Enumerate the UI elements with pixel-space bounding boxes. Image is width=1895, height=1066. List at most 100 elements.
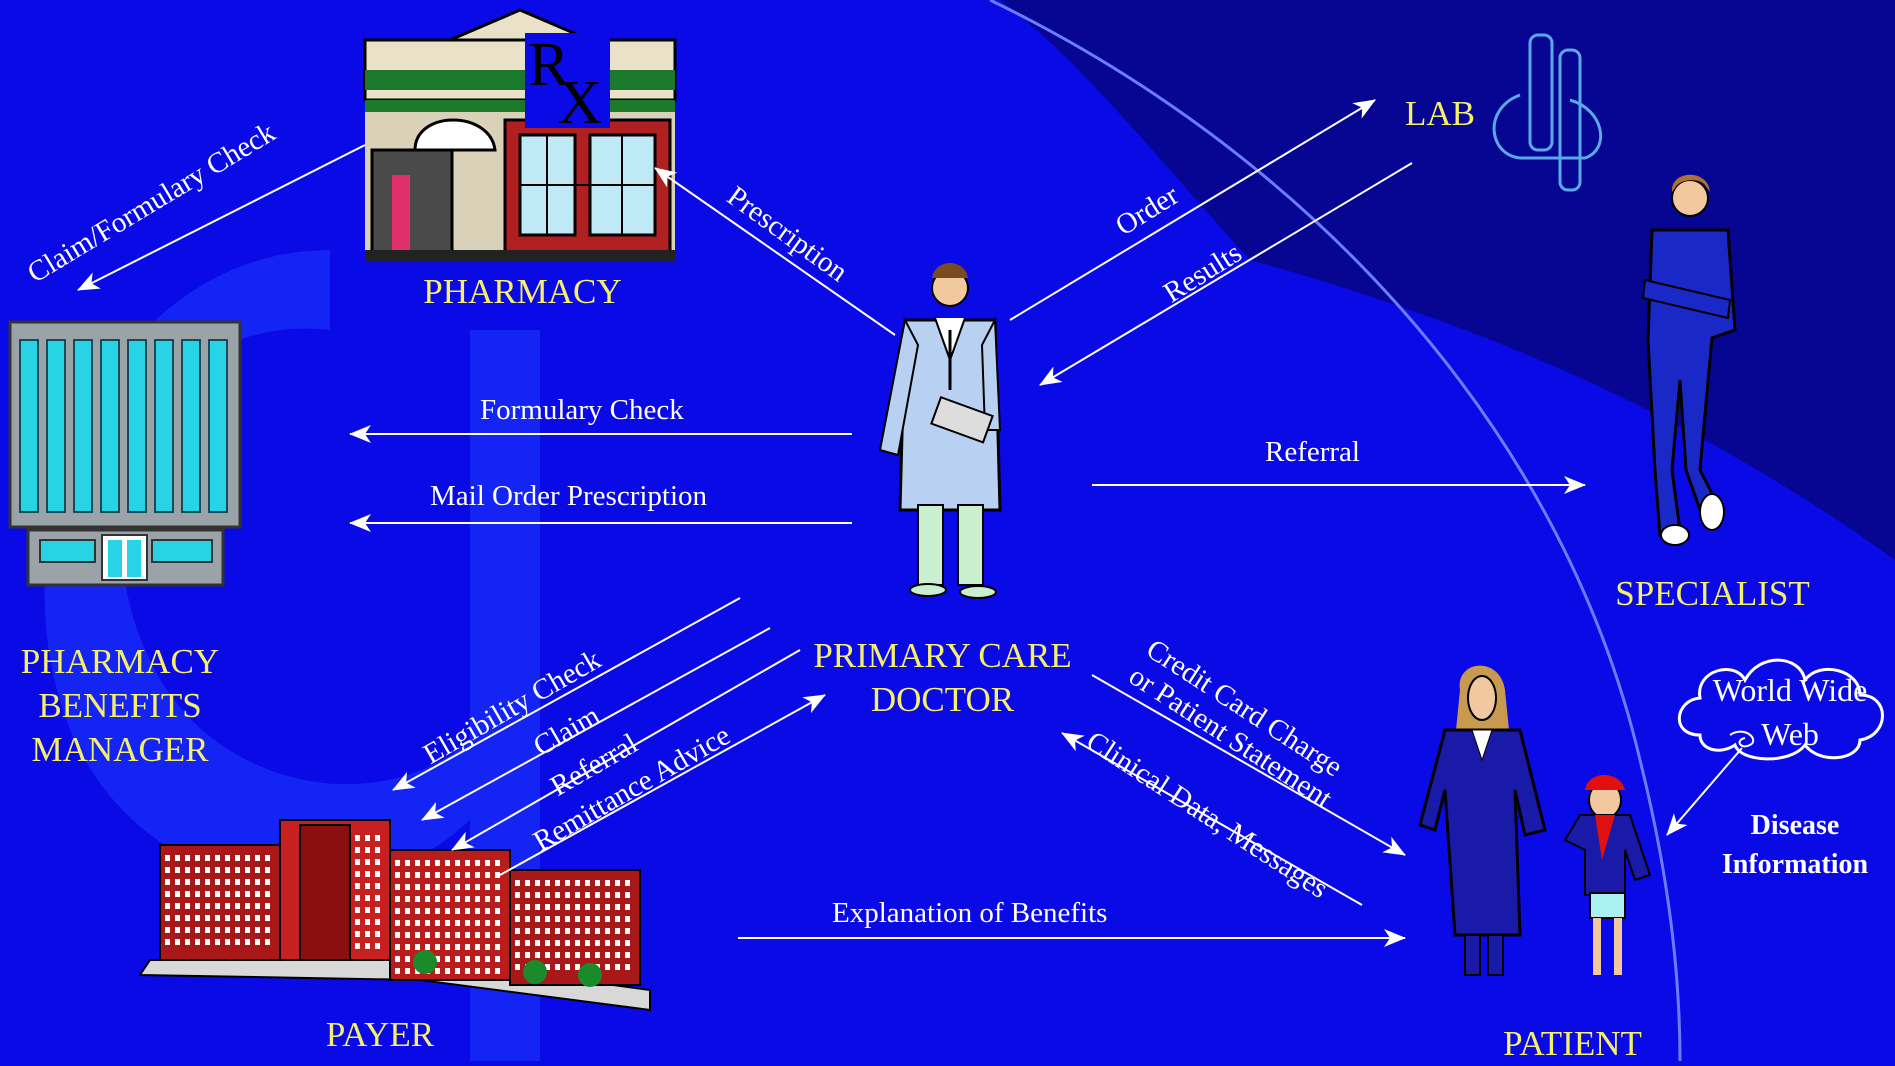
building-window bbox=[465, 872, 470, 878]
building-window bbox=[605, 940, 610, 946]
building-window bbox=[625, 880, 630, 886]
building-window bbox=[175, 927, 180, 933]
building-window bbox=[185, 867, 190, 873]
building-window bbox=[575, 904, 580, 910]
building-window bbox=[245, 855, 250, 861]
building-window bbox=[225, 903, 230, 909]
dark-arc-region bbox=[1000, 0, 1895, 560]
building-window bbox=[225, 855, 230, 861]
building-window bbox=[455, 932, 460, 938]
light-arc-line bbox=[989, 0, 1682, 1061]
building-window bbox=[405, 908, 410, 914]
building-window bbox=[405, 920, 410, 926]
edge-label-referral-specialist: Referral bbox=[1265, 436, 1360, 468]
building-window bbox=[425, 872, 430, 878]
edge-label-eob: Explanation of Benefits bbox=[832, 897, 1108, 929]
building-window bbox=[565, 916, 570, 922]
building-window bbox=[165, 915, 170, 921]
building-window bbox=[425, 860, 430, 866]
building-window bbox=[595, 880, 600, 886]
building-window bbox=[165, 867, 170, 873]
building-window bbox=[625, 952, 630, 958]
building-window bbox=[195, 915, 200, 921]
building-window bbox=[545, 892, 550, 898]
disease-info-line1: Disease bbox=[1750, 810, 1840, 841]
building-window bbox=[475, 932, 480, 938]
pbm-label-line2: BENEFITS bbox=[38, 686, 202, 725]
building-window bbox=[415, 884, 420, 890]
building-window bbox=[535, 952, 540, 958]
building-window bbox=[205, 855, 210, 861]
window-column bbox=[100, 339, 120, 513]
building-window bbox=[455, 860, 460, 866]
building-window bbox=[455, 908, 460, 914]
building-window bbox=[515, 940, 520, 946]
arrow-prescription bbox=[654, 167, 896, 336]
building-window bbox=[255, 915, 260, 921]
building-window bbox=[485, 896, 490, 902]
building-window bbox=[265, 927, 270, 933]
building-window bbox=[485, 884, 490, 890]
building-window bbox=[375, 871, 380, 877]
building-window bbox=[365, 907, 370, 913]
building-window bbox=[455, 872, 460, 878]
building-window bbox=[615, 916, 620, 922]
building-window bbox=[545, 916, 550, 922]
building-window bbox=[405, 872, 410, 878]
building-window bbox=[435, 920, 440, 926]
building-window bbox=[575, 940, 580, 946]
building-window bbox=[355, 835, 360, 841]
building-window bbox=[365, 931, 370, 937]
building-window bbox=[265, 915, 270, 921]
building-window bbox=[555, 892, 560, 898]
arrow-claim-formulary bbox=[77, 144, 366, 291]
building-window bbox=[615, 928, 620, 934]
building-window bbox=[395, 932, 400, 938]
building-window bbox=[255, 903, 260, 909]
building-window bbox=[255, 891, 260, 897]
building-window bbox=[545, 952, 550, 958]
building-window bbox=[615, 904, 620, 910]
building-window bbox=[615, 952, 620, 958]
building-window bbox=[165, 879, 170, 885]
building-window bbox=[405, 884, 410, 890]
building-window bbox=[225, 891, 230, 897]
building-window bbox=[495, 944, 500, 950]
building-window bbox=[615, 880, 620, 886]
building-window bbox=[365, 847, 370, 853]
building-window bbox=[475, 944, 480, 950]
doctor-icon bbox=[878, 263, 1002, 599]
building-window bbox=[245, 879, 250, 885]
building-window bbox=[525, 928, 530, 934]
building-window bbox=[425, 896, 430, 902]
building-window bbox=[615, 892, 620, 898]
building-window bbox=[595, 904, 600, 910]
building-window bbox=[195, 927, 200, 933]
building-window bbox=[435, 932, 440, 938]
payer-label: PAYER bbox=[325, 1015, 435, 1054]
building-window bbox=[605, 916, 610, 922]
building-window bbox=[545, 964, 550, 970]
building-window bbox=[495, 956, 500, 962]
building-window bbox=[215, 903, 220, 909]
building-window bbox=[265, 939, 270, 945]
building-window bbox=[395, 920, 400, 926]
building-window bbox=[485, 920, 490, 926]
pharmacy-icon bbox=[363, 8, 677, 262]
building-window bbox=[605, 904, 610, 910]
building-window bbox=[435, 956, 440, 962]
building-window bbox=[495, 872, 500, 878]
building-window bbox=[555, 964, 560, 970]
building-window bbox=[515, 904, 520, 910]
building-window bbox=[395, 896, 400, 902]
building-window bbox=[605, 880, 610, 886]
building-window bbox=[445, 884, 450, 890]
building-window bbox=[375, 859, 380, 865]
building-window bbox=[585, 892, 590, 898]
building-window bbox=[525, 892, 530, 898]
building-window bbox=[175, 915, 180, 921]
building-window bbox=[545, 880, 550, 886]
building-window bbox=[405, 944, 410, 950]
building-window bbox=[255, 855, 260, 861]
building-window bbox=[465, 968, 470, 974]
